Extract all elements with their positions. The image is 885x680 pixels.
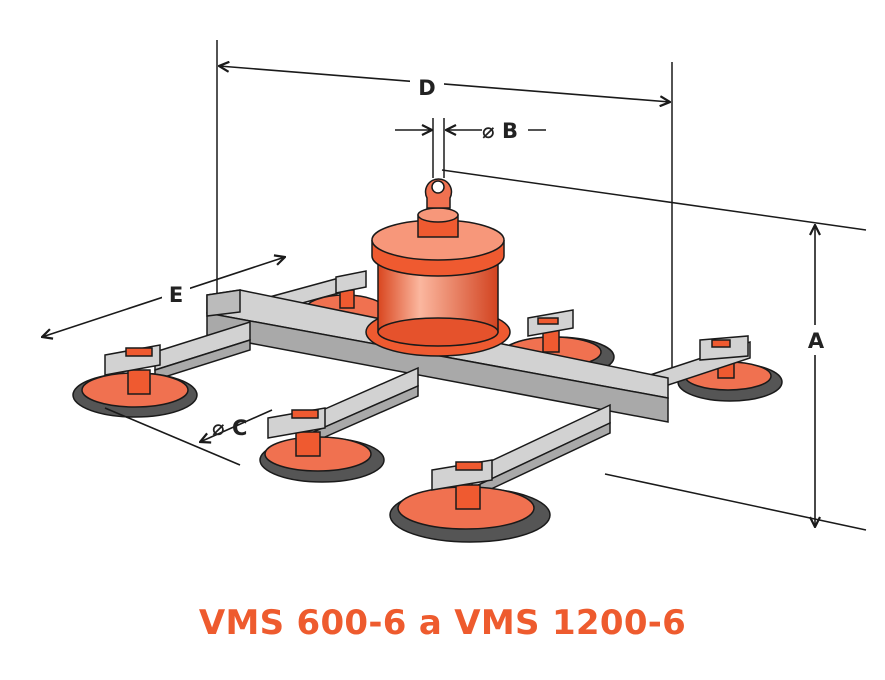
- dim-d-line: [219, 66, 670, 102]
- dim-label-b: ⌀ B: [482, 119, 518, 143]
- vacuum-lifter-diagram: D ⌀ B A E ⌀ C: [0, 40, 867, 543]
- model-caption: VMS 600-6 a VMS 1200-6: [198, 603, 687, 643]
- dim-label-d: D: [418, 76, 435, 100]
- dim-label-e: E: [169, 283, 183, 307]
- suction-pad-front-left: [72, 344, 198, 418]
- suction-pad-front-right: [389, 459, 551, 543]
- bar-arm-front-left: [154, 320, 251, 382]
- dim-label-c: ⌀ C: [212, 416, 247, 440]
- eye-bolt-icon: [424, 178, 453, 209]
- dim-label-a: A: [808, 329, 825, 353]
- dim-c-line: [200, 409, 273, 442]
- suction-pad-front-center: [259, 407, 385, 483]
- bar-arm-front-right: [471, 403, 611, 500]
- vacuum-housing: [365, 207, 511, 357]
